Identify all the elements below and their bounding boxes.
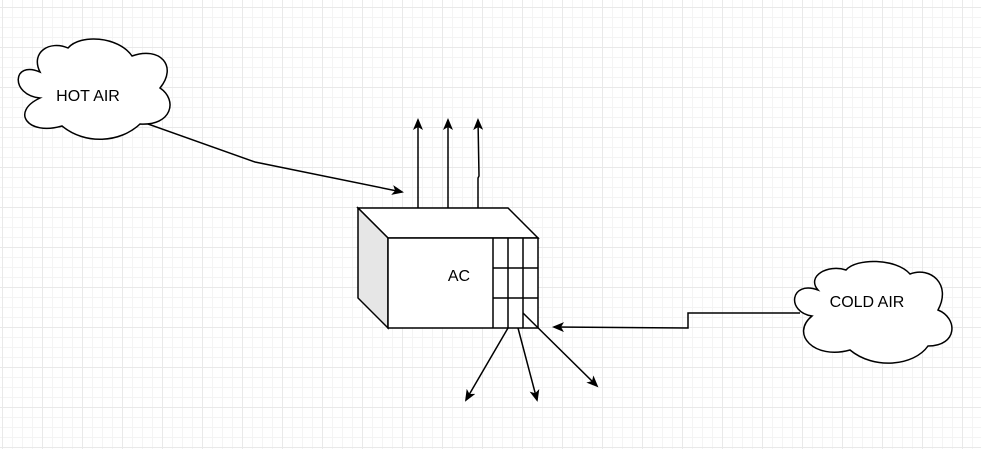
hot-air-cloud[interactable]: HOT AIR <box>17 38 171 140</box>
cold-air-connector-arrow[interactable] <box>552 312 800 333</box>
ac-unit-front-face <box>387 237 539 329</box>
ac-unit-top-face <box>356 207 540 239</box>
ac-label: AC <box>448 268 470 285</box>
hot-air-label: HOT AIR <box>56 88 120 105</box>
cold-output-arrow-3[interactable] <box>522 312 599 388</box>
exhaust-arrow-3[interactable] <box>473 118 484 208</box>
cold-air-cloud[interactable]: COLD AIR <box>794 260 953 364</box>
cold-air-label: COLD AIR <box>830 294 905 311</box>
cold-output-arrow-2[interactable] <box>517 327 540 402</box>
hot-air-intake-arrow[interactable] <box>147 123 404 195</box>
cold-output-arrow-1[interactable] <box>464 327 509 402</box>
ac-unit[interactable]: AC <box>356 206 540 330</box>
